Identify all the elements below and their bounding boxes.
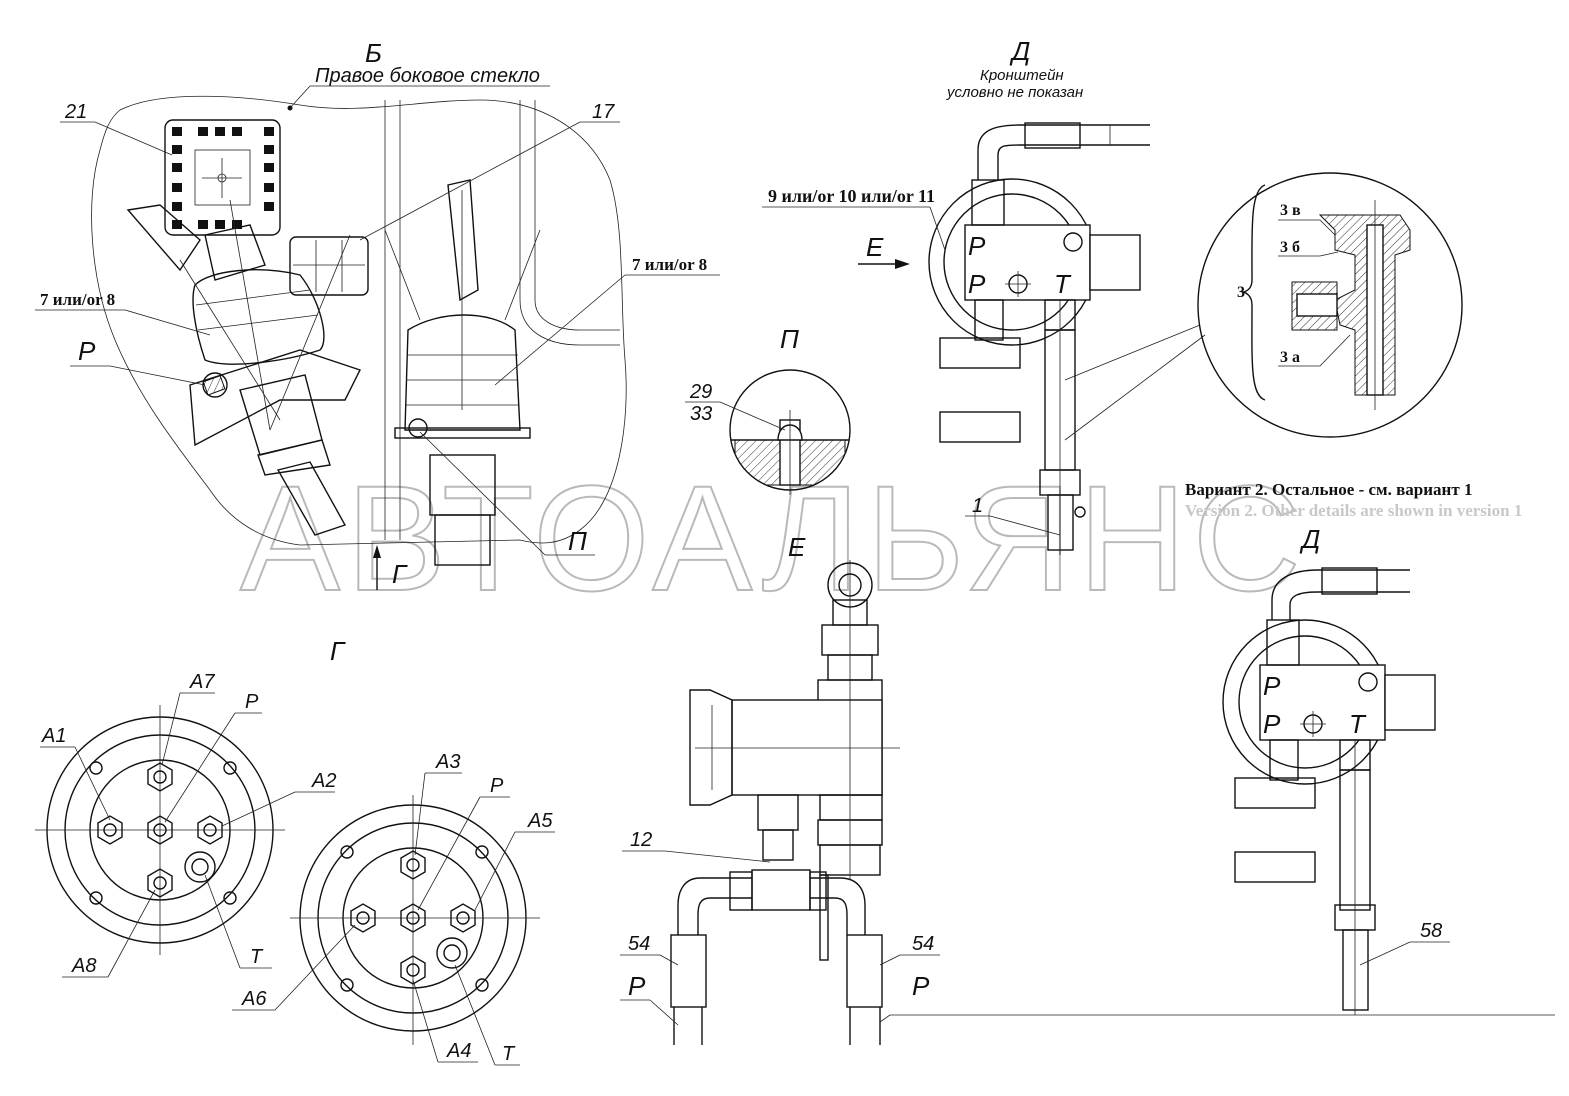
port-t: Т xyxy=(1054,269,1072,299)
callout-p-left: Р xyxy=(78,336,96,366)
pipe-p-right: Р xyxy=(912,971,930,1001)
connector-left xyxy=(35,705,285,955)
label-a1-left: A1 xyxy=(41,725,66,747)
view-b: Б Правое боковое стекло 21 xyxy=(35,38,720,590)
label-a2-left: A2 xyxy=(311,770,336,792)
callout-3v: 3 в xyxy=(1280,202,1301,219)
variant-note-ru: Вариант 2. Остальное - см. вариант 1 xyxy=(1185,480,1472,499)
callout-g-arrow: Г xyxy=(392,559,408,589)
joystick-left xyxy=(126,199,361,536)
callout-e-arrow: Е xyxy=(866,232,884,262)
port-p-4: Р xyxy=(1263,709,1281,739)
control-panel xyxy=(164,119,281,236)
label-a3-right: A3 xyxy=(435,751,460,773)
label-a8-left: A8 xyxy=(71,955,96,977)
callout-54-right: 54 xyxy=(912,933,934,955)
view-d-note-2: условно не показан xyxy=(946,84,1083,101)
label-p-left: P xyxy=(245,691,259,713)
callout-29: 29 xyxy=(689,381,712,403)
view-d-note-1: Кронштейн xyxy=(980,67,1064,84)
port-t-2: Т xyxy=(1349,709,1367,739)
view-d-top: Д Кронштейн условно не показан Р Р Т 9 и… xyxy=(762,36,1206,555)
view-p-title: П xyxy=(780,324,799,354)
port-p-1: Р xyxy=(968,231,986,261)
callout-3a: 3 а xyxy=(1280,349,1300,366)
label-a7-left: A7 xyxy=(189,671,215,693)
view-g-title: Г xyxy=(330,636,346,666)
detail-3: 3 3 в 3 б 3 а xyxy=(1197,172,1463,438)
view-d2-title: Д xyxy=(1299,524,1320,554)
callout-12: 12 xyxy=(630,829,652,851)
view-e: Е 12 54 54 Р Р xyxy=(620,532,1555,1045)
callout-9-10-11: 9 или/or 10 или/or 11 xyxy=(768,186,935,206)
variant-note-en: Version 2. Other details are shown in ve… xyxy=(1185,501,1522,520)
callout-1: 1 xyxy=(972,495,983,517)
label-t-right: T xyxy=(502,1043,516,1065)
view-b-subtitle: Правое боковое стекло xyxy=(315,65,540,87)
pipe-p-left: Р xyxy=(628,971,646,1001)
callout-21: 21 xyxy=(64,101,87,123)
view-g: Г A1 A7 P A2 A8 T xyxy=(35,636,555,1066)
label-a6-right: A6 xyxy=(241,988,267,1010)
icon-panel xyxy=(289,236,369,296)
port-p-2: Р xyxy=(968,269,986,299)
label-p-right: P xyxy=(490,775,504,797)
callout-17: 17 xyxy=(592,101,615,123)
label-a4-right: A4 xyxy=(446,1040,471,1062)
view-e-title: Е xyxy=(788,532,806,562)
callout-33: 33 xyxy=(690,403,712,425)
view-b-title: Б xyxy=(365,38,382,68)
view-d-title: Д xyxy=(1009,36,1030,66)
joystick-right xyxy=(384,179,541,566)
callout-7-8-left: 7 или/or 8 xyxy=(40,290,115,309)
callout-3: 3 xyxy=(1237,284,1245,301)
callout-54-left: 54 xyxy=(628,933,650,955)
view-d-bottom: Д Р Р Т 58 xyxy=(1222,524,1450,1015)
connector-right xyxy=(290,795,540,1045)
callout-p-view: П xyxy=(568,526,587,556)
callout-7-8-right: 7 или/or 8 xyxy=(632,255,707,274)
callout-58: 58 xyxy=(1420,920,1442,942)
label-t-left: T xyxy=(250,946,264,968)
port-p-3: Р xyxy=(1263,671,1281,701)
view-p: П 29 33 xyxy=(685,324,851,495)
label-a5-right: A5 xyxy=(527,810,553,832)
callout-3b: 3 б xyxy=(1280,239,1300,256)
